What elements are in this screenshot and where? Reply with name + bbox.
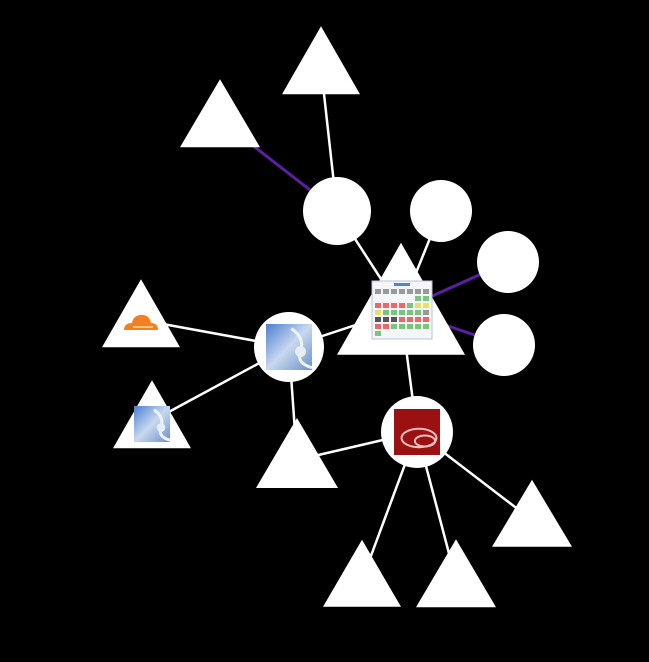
node-tri-bottom-mid[interactable]: [256, 418, 338, 488]
cloud-icon: [124, 314, 158, 330]
node-circle-right-2[interactable]: [477, 231, 539, 293]
circle-node-shape: [410, 180, 472, 242]
triangle-node-shape: [180, 79, 260, 148]
node-tri-top[interactable]: [282, 26, 360, 95]
triangle-node-shape: [256, 418, 338, 488]
triangle-node-shape: [102, 279, 180, 348]
circle-node-shape: [473, 314, 535, 376]
triangle-node-shape: [492, 479, 572, 547]
circle-node-shape: [477, 231, 539, 293]
node-tri-bottom-2[interactable]: [416, 539, 496, 608]
node-tri-bottom-right[interactable]: [492, 479, 572, 547]
node-tri-cloudflare[interactable]: [102, 279, 180, 348]
node-circle-hub-top[interactable]: [303, 177, 371, 245]
triangle-node-shape: [323, 539, 401, 607]
node-tri-globe[interactable]: [113, 380, 191, 449]
node-tri-upper-left[interactable]: [180, 79, 260, 148]
globe-icon: [266, 324, 313, 370]
nodes-layer: [102, 26, 572, 608]
globe-icon: [134, 406, 171, 442]
calendar-icon: [371, 280, 433, 340]
node-circle-right-3[interactable]: [473, 314, 535, 376]
triangle-node-shape: [282, 26, 360, 95]
node-tri-bottom-1[interactable]: [323, 539, 401, 607]
node-circle-right-1[interactable]: [410, 180, 472, 242]
node-tri-central[interactable]: [337, 242, 465, 355]
circle-node-shape: [303, 177, 371, 245]
triangle-node-shape: [416, 539, 496, 608]
node-circle-red[interactable]: [381, 396, 453, 468]
red-swirl-icon: [394, 409, 440, 455]
node-circle-globe[interactable]: [254, 312, 324, 382]
